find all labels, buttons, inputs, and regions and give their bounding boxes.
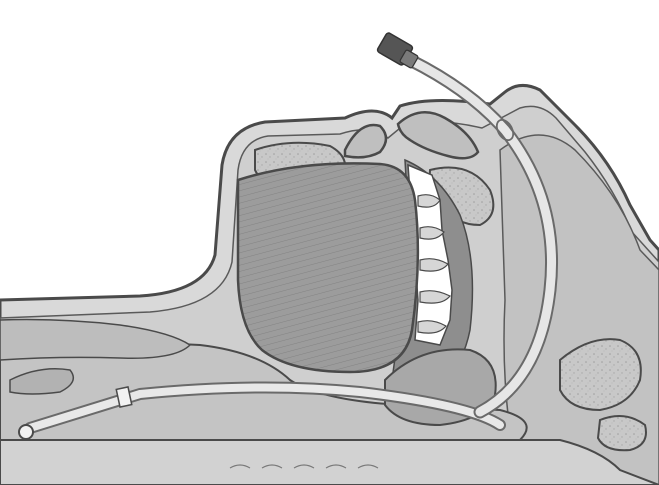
hyoid-bone (598, 416, 646, 450)
floor-band (0, 440, 659, 485)
tongue-muscle (238, 163, 418, 372)
